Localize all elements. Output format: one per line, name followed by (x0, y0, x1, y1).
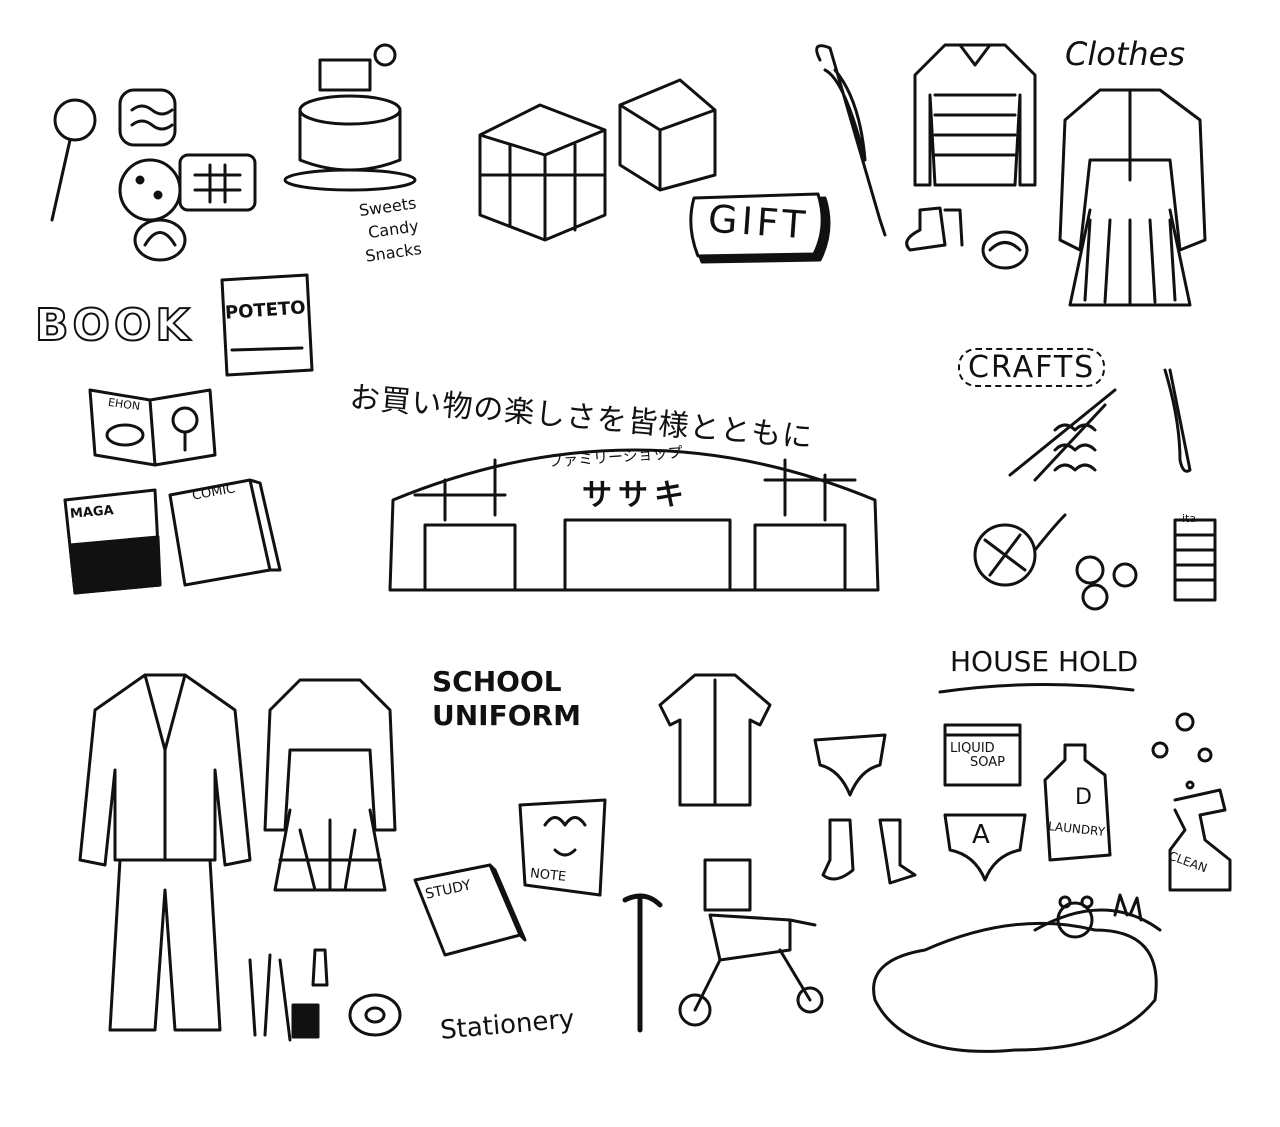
knitting-icon (1008, 368, 1192, 482)
yarn-buttons-thread-icon (973, 513, 1217, 611)
socks-icon (821, 818, 917, 885)
tape-icon (348, 993, 402, 1037)
magazine-icon (63, 488, 162, 595)
sweets-label: Sweets Candy Snacks (357, 191, 424, 267)
school-uniform-label: SCHOOL UNIFORM (432, 665, 581, 733)
liquid-soap-icon (943, 723, 1022, 787)
liquid-line: LIQUID (950, 741, 995, 756)
gift-label: GIFT (706, 196, 811, 248)
school-line: SCHOOL (432, 665, 562, 698)
soap-line: SOAP (970, 755, 1005, 770)
stationery-label: Stationery (438, 1004, 576, 1046)
liquid-soap-label: LIQUID SOAP (950, 742, 1005, 770)
pens-icon (248, 948, 329, 1042)
candy-sweets-icon (50, 88, 257, 262)
sweater-icon (913, 43, 1037, 187)
store-building-icon (388, 448, 880, 592)
clothes-label: Clothes (1065, 35, 1185, 73)
book-label: BOOK (34, 299, 194, 352)
cake-icon (283, 43, 417, 192)
laundry-bottle-icon (1043, 743, 1112, 862)
gift-box-icon (478, 78, 717, 242)
picture-book-icon (88, 388, 217, 467)
note-book-icon (518, 798, 607, 897)
uniform-line: UNIFORM (432, 699, 581, 732)
underwear-letter: A (972, 820, 990, 850)
shoes-icon (905, 206, 1029, 270)
underwear-icon (813, 733, 887, 797)
household-underline (938, 682, 1135, 694)
store-name: ササキ (582, 478, 690, 513)
futon-bed-icon (872, 893, 1162, 1053)
jacket-skirt-icon (1058, 88, 1207, 307)
laundry-letter: D (1075, 785, 1092, 810)
chips-bag-icon (220, 273, 314, 377)
crafts-label: CRAFTS (958, 348, 1106, 387)
thread-label: ita (1182, 512, 1197, 525)
household-label: HOUSE HOLD (950, 645, 1139, 678)
study-notebook-icon (413, 863, 527, 957)
school-blazer-suit-icon (78, 673, 252, 1032)
school-blazer-skirt-icon (263, 678, 397, 892)
comic-book-icon (168, 478, 282, 587)
spray-bottle-icon (1151, 712, 1232, 892)
smock-icon (658, 673, 772, 807)
briefs-icon (943, 813, 1027, 882)
gift-label-badge (689, 192, 831, 264)
cane-icon (622, 893, 663, 1033)
walker-cart-icon (678, 858, 824, 1027)
umbrella-icon (815, 44, 887, 237)
